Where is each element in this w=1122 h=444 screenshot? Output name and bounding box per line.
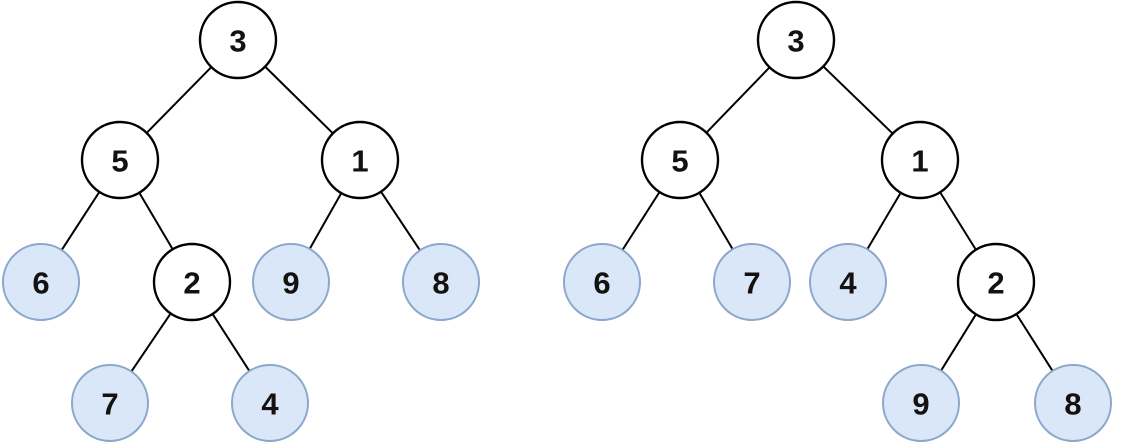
tree-edge [130,312,172,373]
leaf-node-circle[interactable] [809,243,887,321]
node-label: 5 [671,144,688,179]
node-label: 8 [432,266,449,301]
tree-edge [822,65,894,135]
tree-edge [380,190,421,252]
tree-edge [145,66,213,134]
internal-node-circle[interactable] [80,120,160,200]
internal-node-circle[interactable] [320,120,400,200]
tree-node-2[interactable]: 2 [152,242,232,322]
tree-edge [1015,313,1054,372]
tree-node-6[interactable]: 6 [563,243,641,321]
tree-node-8[interactable]: 8 [402,243,480,321]
node-label: 2 [987,266,1004,301]
tree-node-9[interactable]: 9 [252,243,330,321]
tree-node-3[interactable]: 3 [756,0,836,80]
edges-layer [60,65,1054,373]
internal-node-circle[interactable] [198,0,278,80]
tree-edge [60,190,101,252]
leaf-node-circle[interactable] [563,243,641,321]
node-label: 9 [912,387,929,422]
node-label: 4 [839,266,857,301]
node-group-right-tree: 3 5 1 6 7 4 2 9 8 [563,0,1112,442]
tree-edge [698,191,734,251]
tree-node-4[interactable]: 4 [809,243,887,321]
node-label: 9 [282,266,299,301]
node-label: 6 [593,266,610,301]
tree-node-2[interactable]: 2 [956,242,1036,322]
node-label: 8 [1064,387,1081,422]
tree-node-7[interactable]: 7 [713,243,791,321]
node-label: 1 [351,144,368,179]
tree-node-1[interactable]: 1 [320,120,400,200]
tree-node-7[interactable]: 7 [71,364,149,442]
tree-edge [264,65,334,135]
tree-node-9[interactable]: 9 [882,364,960,442]
internal-node-circle[interactable] [152,242,232,322]
leaf-node-circle[interactable] [231,364,309,442]
tree-edge [705,66,771,134]
node-label: 4 [261,387,279,422]
node-label: 1 [911,144,928,179]
tree-node-5[interactable]: 5 [80,120,160,200]
tree-node-5[interactable]: 5 [640,120,720,200]
node-label: 3 [229,24,246,59]
internal-node-circle[interactable] [640,120,720,200]
node-label: 5 [111,144,128,179]
tree-node-4[interactable]: 4 [231,364,309,442]
tree-edge [940,313,977,372]
node-label: 2 [183,266,200,301]
leaf-node-circle[interactable] [402,243,480,321]
tree-edge [308,192,343,250]
leaf-node-circle[interactable] [2,243,80,321]
tree-edge [866,191,902,251]
node-group-left-tree: 3 5 1 6 2 9 8 7 4 [2,0,480,442]
tree-node-6[interactable]: 6 [2,243,80,321]
tree-node-3[interactable]: 3 [198,0,278,80]
leaf-node-circle[interactable] [1034,364,1112,442]
node-label: 6 [32,266,49,301]
internal-node-circle[interactable] [756,0,836,80]
tree-edge [138,191,174,251]
leaf-node-circle[interactable] [71,364,149,442]
node-label: 7 [743,266,760,301]
leaf-node-circle[interactable] [882,364,960,442]
tree-edge [211,312,251,373]
internal-node-circle[interactable] [956,242,1036,322]
node-label: 7 [101,387,118,422]
tree-edge [939,191,977,251]
tree-edge [621,191,661,251]
leaf-node-circle[interactable] [713,243,791,321]
edge-group-left-tree [60,65,421,373]
edge-group-right-tree [621,65,1054,372]
leaf-node-circle[interactable] [252,243,330,321]
tree-node-8[interactable]: 8 [1034,364,1112,442]
internal-node-circle[interactable] [880,120,960,200]
tree-node-1[interactable]: 1 [880,120,960,200]
node-label: 3 [787,24,804,59]
